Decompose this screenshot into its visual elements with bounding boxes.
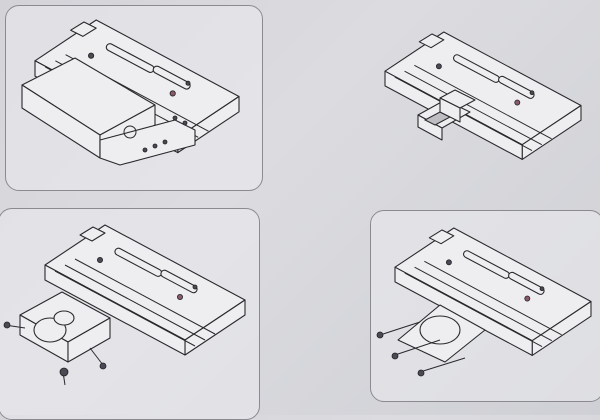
figure-step-1 [21,19,240,166]
figure-step-3 [3,224,246,386]
figure-step-2 [384,31,582,160]
figure-step-4 [376,227,592,377]
